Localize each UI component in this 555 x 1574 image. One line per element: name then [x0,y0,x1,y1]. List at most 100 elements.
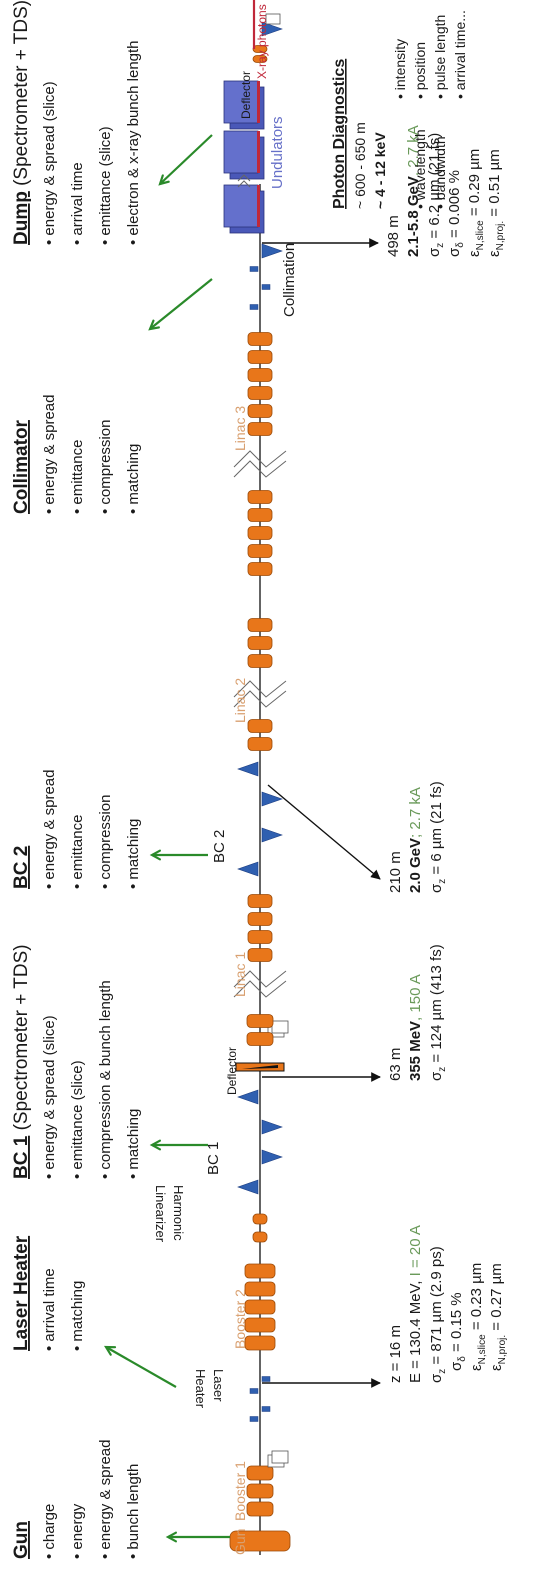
header-gun: Gun [11,1521,32,1559]
sym-sub: z [437,879,448,884]
diagnostic-headers: Gun • charge • energy • energy & spread • bu… [11,0,142,1559]
param-210-sigma-z: σz = 6 µm (21 fs) [428,781,448,893]
label-deflector1: Deflector [225,1047,239,1095]
sym-sub: δ [457,1356,468,1362]
sym-sub: z [435,243,446,248]
photon-item: • wavelength [412,129,428,209]
header-title: Laser Heater [11,1235,32,1351]
param-210-energy: 2.0 GeV; 2.7 kA [407,787,424,893]
sym-sigma: σ [428,1373,445,1383]
rf-cavity [247,332,273,346]
param-value: = 0.51 µm [486,149,503,221]
rf-cavity [246,1014,274,1028]
header-title: Gun [11,1521,32,1559]
sym-epsilon: ε [486,250,503,257]
rf-cavity [247,894,273,908]
param-63-current: , 150 A [407,974,424,1021]
sym-sub: z [437,1067,448,1072]
small-magnet [249,1416,259,1422]
small-magnet [261,284,271,290]
param-498-eps-slice: εN,slice = 0.29 µm [466,149,486,257]
beamline [223,0,291,1555]
rf-cavity [247,404,273,418]
photon-item: • intensity [392,39,408,99]
header-item: • compression & bunch length [97,980,114,1179]
header-item: • energy [69,1503,86,1559]
header-item: • bunch length [125,1464,142,1559]
sym-sigma: σ [448,1361,465,1371]
header-title: BC 2 [11,846,32,889]
bend-magnet [261,21,283,37]
param-value: = 0.27 µm [488,1263,505,1335]
green-arrow-collimator [149,278,213,330]
header-item: • matching [125,1109,142,1179]
header-suffix: (Spectrometer + TDS) [11,0,32,191]
green-arrow-laser-heater [104,1345,117,1356]
bend-magnet [261,1149,283,1165]
bend-magnet [237,1089,259,1105]
header-collimator: Collimator [11,419,32,514]
break-mark [233,450,287,468]
header-item: • emittance [69,440,86,514]
small-magnet [249,266,259,272]
header-item: • arrival time [41,1268,58,1351]
green-arrow-gun [165,1531,177,1543]
rf-cavity [252,55,268,63]
sym-sigma: σ [428,1071,445,1081]
param-63-z: 63 m [387,1048,404,1081]
rf-cavity [247,618,273,632]
rf-cavity [247,386,273,400]
undulator-stripe [257,185,260,227]
bend-magnet [237,861,259,877]
rf-cavity [244,1335,276,1351]
bend-magnet [261,791,283,807]
rf-cavity [252,1213,268,1225]
rf-cavity [247,508,273,522]
rf-cavity [247,422,273,436]
header-item: • charge [41,1504,58,1559]
param-498-energy: 2.1-5.8 GeV, 2.7 kA [405,125,422,257]
header-item: • energy & spread (slice) [41,1015,58,1179]
photon-range-kev: ~ 4 - 12 keV [372,132,388,209]
rf-cavity [247,490,273,504]
sym-sub: z [437,1369,448,1374]
header-item: • energy & spread [41,770,58,890]
param-210-current: ; 2.7 kA [407,787,424,838]
bend-magnet [261,243,283,259]
param-value: = 6 µm (21 fs) [428,781,445,878]
param-value: = 0.15 % [448,1292,465,1356]
undulator-stripe [257,81,260,123]
screen-monitor [271,1020,289,1034]
header-item: • emittance [69,815,86,889]
rf-cavity [244,1281,276,1297]
param-498-sigma-z: σz = 6.2 µm (21 fs) [426,133,446,257]
header-bc1: BC 1 (Spectrometer + TDS) [11,944,32,1179]
param-16-sigma-z: σz = 871 µm (2.9 ps) [428,1246,448,1383]
param-63-energy-value: 355 MeV [407,1021,424,1081]
param-value: = 0.23 µm [468,1263,485,1335]
label-linac2: Linac 2 [232,678,248,723]
param-16-sigma-delta: σδ = 0.15 % [448,1292,468,1371]
screen-monitor [265,13,281,25]
photon-item: • pulse length [432,15,448,99]
rf-cavity [247,719,273,733]
rf-cavity [247,930,273,944]
rf-cavity [246,1501,274,1517]
sym-sub: N,proj. [497,1335,508,1364]
header-item: • matching [125,819,142,889]
label-linac3: Linac 3 [232,406,248,451]
rf-cavity [247,368,273,382]
photon-title: Photon Diagnostics [331,59,348,209]
label-deflector2: Deflector [239,71,253,119]
sym-epsilon: ε [488,1364,505,1371]
deflector-cavity [242,1065,278,1069]
param-498-eps-proj: εN,proj. = 0.51 µm [486,149,506,257]
bend-magnet [261,1119,283,1135]
rf-cavity [247,562,273,576]
label-collimation: Collimation [281,243,298,317]
label-linac1: Linac 1 [232,952,248,997]
rf-cavity [244,1263,276,1279]
rf-cavity [247,948,273,962]
green-arrow-collimator [148,319,160,331]
